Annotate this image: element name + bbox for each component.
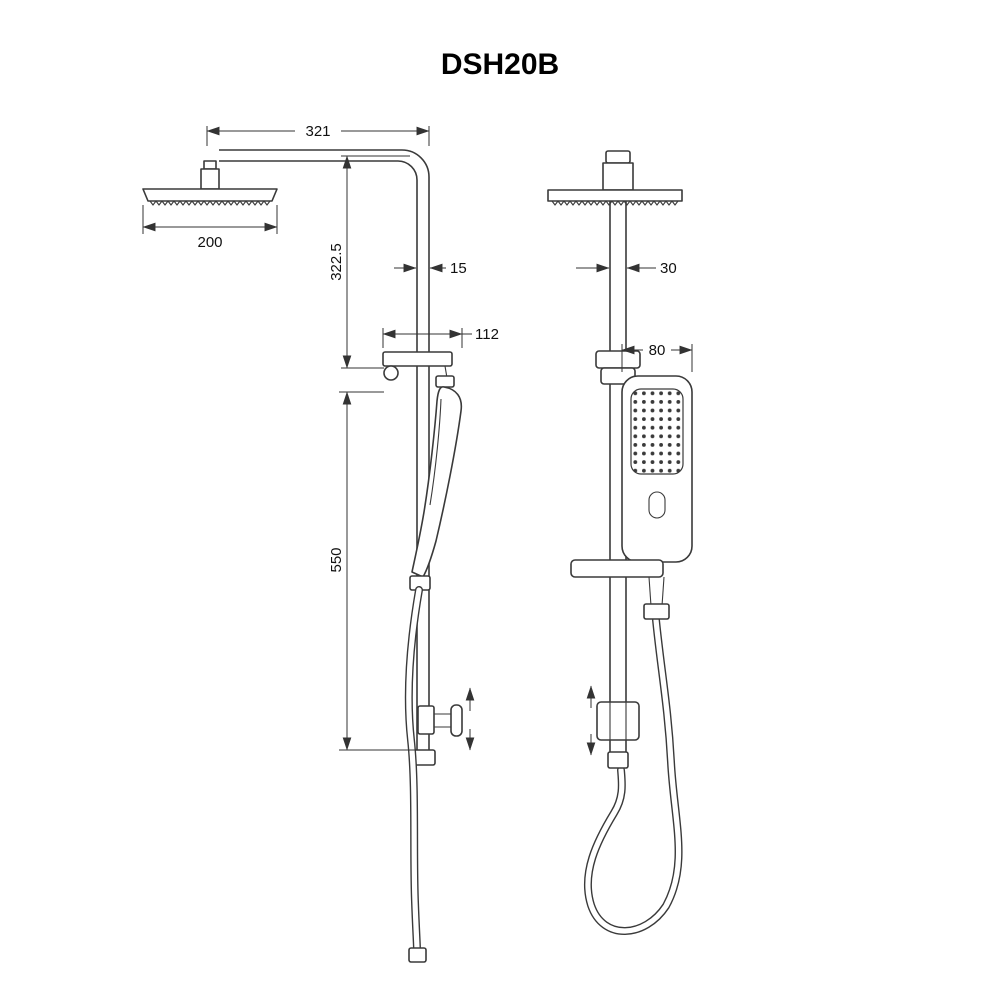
hose-side [404, 586, 427, 963]
bracket-knob [383, 365, 399, 381]
rain-head-front [547, 189, 683, 206]
rain-head-side [142, 188, 278, 206]
hose-front-inner [585, 617, 682, 934]
side-view: 321 200 322.5 15 112 [142, 123, 499, 963]
dim-column-width: 30 [576, 260, 677, 277]
bracket-clamp-top [595, 350, 641, 369]
hose-side-inner [406, 587, 422, 953]
head-connector-neck [203, 160, 217, 170]
handset-front [621, 375, 693, 563]
slider-clamp-side [417, 705, 435, 735]
handset-body-side [411, 386, 463, 578]
column-top-cap [605, 150, 631, 164]
hose-end-nut [408, 947, 427, 963]
drawing-title: DSH20B [441, 48, 559, 81]
slider-knob-side [450, 704, 463, 737]
hose-front [583, 603, 683, 935]
shower-column-front [602, 150, 634, 753]
shelf-plate [570, 559, 664, 578]
rain-head-nozzle-teeth [149, 200, 271, 206]
dim-label-15: 15 [450, 260, 467, 277]
shower-arm-and-riser [200, 149, 436, 766]
handset-contour-line [429, 398, 442, 506]
handle-line-left [648, 576, 652, 607]
lower-bracket-side [417, 687, 475, 751]
lower-bracket-front [586, 685, 640, 756]
column-outlet-fitting [607, 751, 629, 769]
dim-label-80: 80 [649, 342, 666, 359]
column-top-fitting [602, 162, 634, 191]
dim-arm-length: 321 [206, 123, 430, 146]
handset-spray-face [630, 388, 684, 475]
bracket-bar [382, 351, 453, 367]
handset-side [409, 375, 463, 591]
rain-head-nozzle-teeth-front [551, 200, 679, 206]
front-view: 30 80 [547, 150, 693, 935]
dim-pipe-offset: 15 [394, 260, 467, 277]
dim-label-30: 30 [660, 260, 677, 277]
dim-label-321: 321 [305, 123, 330, 140]
handset-hose-nut-front [643, 603, 670, 620]
riser-inner-line [219, 160, 418, 752]
dim-rail-length: 550 [328, 391, 420, 751]
upper-bracket-side [382, 351, 453, 381]
head-connector-block [200, 168, 220, 190]
riser-outer-line [219, 149, 430, 752]
dim-label-322-5: 322.5 [328, 243, 345, 281]
slider-clamp-front [596, 701, 640, 741]
dim-head-width: 200 [142, 205, 278, 251]
rain-head-plate-front [547, 189, 683, 202]
dim-label-112: 112 [475, 326, 499, 343]
rain-head-plate [142, 188, 278, 202]
dim-label-550: 550 [328, 547, 345, 572]
handset-mode-button [648, 491, 666, 519]
soap-shelf [570, 559, 665, 607]
dim-label-200: 200 [197, 234, 222, 251]
hose-front-outer [583, 616, 683, 935]
dim-handset-width: 80 [621, 342, 693, 372]
handset-clip [435, 375, 455, 388]
dim-head-drop: 322.5 [328, 155, 410, 369]
dim-bracket-width: 112 [382, 326, 499, 348]
handle-line-right [661, 576, 665, 607]
